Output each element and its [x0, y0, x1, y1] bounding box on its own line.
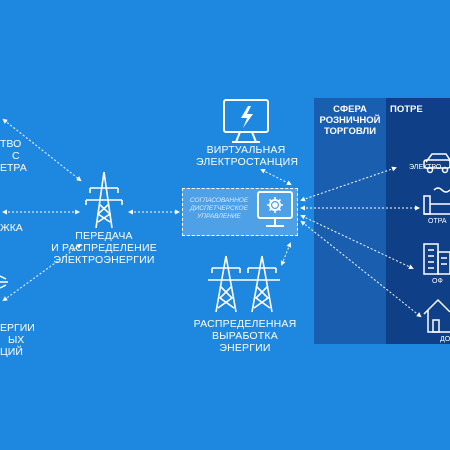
- factory-icon: [423, 187, 450, 215]
- left-label-3-line3: ЦИЙ: [0, 346, 23, 358]
- virtual-plant-label: ВИРТУАЛЬНАЯ ЭЛЕКТРОСТАНЦИЯ: [196, 144, 299, 168]
- connector-dispatch-car: [300, 166, 397, 202]
- consumer-label-2: ОТРА: [428, 218, 447, 225]
- house-icon: [423, 298, 450, 333]
- virtual-plant-label-line2: ЭЛЕКТРОСТАНЦИЯ: [196, 156, 299, 168]
- connector-distributed-dispatch: [280, 242, 292, 266]
- retail-title-line3: ТОРГОВЛИ: [323, 126, 377, 137]
- transmission-label: ПЕРЕДАЧА И РАСПРЕДЕЛЕНИЕ ЭЛЕКТРОЭНЕРГИИ: [50, 230, 158, 266]
- transmission-label-line2: И РАСПРЕДЕЛЕНИЕ: [51, 242, 157, 254]
- transmission-label-line3: ЭЛЕКТРОЭНЕРГИИ: [53, 254, 155, 266]
- left-label-3-line2: ЫХ: [8, 334, 25, 346]
- left-label-1-line2: С: [12, 150, 20, 162]
- dispatch-box: СОГЛАСОВАННОЕ ДИСПЕТЧЕРСКОЕ УПРАВЛЕНИЕ: [182, 188, 298, 236]
- sun-icon: [0, 275, 8, 289]
- dispatch-caption: СОГЛАСОВАННОЕ ДИСПЕТЧЕРСКОЕ УПРАВЛЕНИЕ: [189, 197, 249, 220]
- consumer-title: ПОТРЕ: [390, 104, 423, 115]
- distributed-label-line3: ЭНЕРГИИ: [219, 342, 271, 354]
- left-label-1-line3: ЕТРА: [0, 162, 27, 174]
- consumer-label-4: ДО: [440, 336, 450, 343]
- left-label-1-line1: ТВО: [0, 138, 22, 150]
- left-label-2: ЖКА: [0, 222, 23, 234]
- connector-dispatch-office: [300, 215, 414, 269]
- retail-title-line2: РОЗНИЧНОЙ: [319, 115, 381, 126]
- connector-left-top: [2, 118, 82, 182]
- left-label-3: ЕРГИИ ЫХ ЦИЙ: [0, 322, 35, 358]
- left-label-3-line1: ЕРГИИ: [0, 322, 35, 334]
- distributed-label: РАСПРЕДЕЛЕННАЯ ВЫРАБОТКА ЭНЕРГИИ: [190, 318, 300, 354]
- transmission-label-line1: ПЕРЕДАЧА: [75, 230, 133, 242]
- connector-virtual-dispatch: [260, 169, 292, 185]
- connector-dispatch-house: [300, 220, 422, 318]
- office-building-icon: [423, 243, 450, 275]
- virtual-plant-label-line1: ВИРТУАЛЬНАЯ: [206, 144, 286, 156]
- double-pylon-icon: [208, 255, 280, 313]
- consumer-label-1: ЭЛЕКТРО: [409, 164, 442, 171]
- retail-title-line1: СФЕРА: [333, 104, 367, 115]
- left-label-1: ТВО С ЕТРА: [0, 138, 27, 174]
- monitor-gear-icon: [257, 191, 293, 227]
- retail-title: СФЕРА РОЗНИЧНОЙ ТОРГОВЛИ: [314, 104, 386, 137]
- distributed-label-line2: ВЫРАБОТКА: [212, 330, 278, 342]
- consumer-label-3: ОФ: [432, 278, 443, 285]
- car-icon: [423, 153, 450, 174]
- transmission-tower-icon: [85, 171, 123, 229]
- distributed-label-line1: РАСПРЕДЕЛЕННАЯ: [193, 318, 297, 330]
- monitor-lightning-icon: [223, 99, 269, 143]
- connector-lines: [2, 118, 422, 318]
